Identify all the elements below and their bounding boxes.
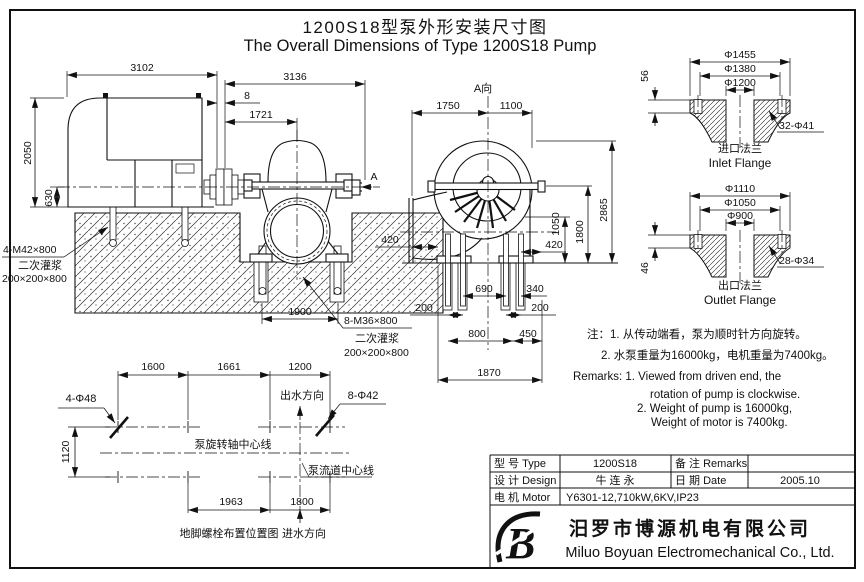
dim-630: 630: [43, 189, 55, 207]
date-value: 2005.10: [780, 475, 820, 487]
dim-1800-av: 1800: [574, 220, 586, 244]
note-en-1: Remarks: 1. Viewed from driven end, the: [573, 371, 781, 383]
outlet-flange: Φ1110 Φ1050 Φ900 46 28-Φ34 出口法兰 Outlet F…: [639, 183, 824, 307]
pump-grout-callout: 8-M36×800 二次灌浆 200×200×800: [302, 276, 412, 359]
motor-grout-callout: 4-M42×800 二次灌浆 200×200×800: [2, 226, 109, 285]
design-value: 牛 连 永: [595, 473, 634, 487]
motor-value: Y6301-12,710kW,6KV,IP23: [566, 492, 699, 504]
a-view: A向: [375, 81, 618, 384]
company-name: 汨罗市博源机电有限公司 Miluo Boyuan Electromechanic…: [565, 517, 834, 561]
outlet-bc: Φ1050: [724, 197, 756, 209]
bolts-right-label: 8-Φ42: [348, 390, 379, 402]
title-block: [489, 454, 855, 568]
note-en-2: rotation of pump is clockwise.: [650, 389, 800, 401]
title-en: The Overall Dimensions of Type 1200S18 P…: [244, 37, 597, 55]
dim-1750: 1750: [436, 100, 460, 112]
bolt-ticks: [117, 421, 331, 483]
outlet-od: Φ1110: [725, 183, 755, 195]
company-name-en: Miluo Boyuan Electromechanical Co., Ltd.: [565, 545, 834, 561]
shaft-centerline-label: 泵旋转轴中心线: [195, 437, 272, 451]
dim-1100: 1100: [500, 100, 523, 112]
flow-centerline-label: 泵流道中心线: [308, 463, 374, 477]
design-label: 设 计 Design: [494, 474, 556, 487]
dim-3136: 3136: [283, 71, 307, 83]
drawing-title: 1200S18型泵外形安装尺寸图 The Overall Dimensions …: [244, 18, 597, 55]
dim-1900: 1900: [288, 306, 312, 318]
note-zh-2: 2. 水泵重量为16000kg，电机重量为7400kg。: [601, 348, 834, 362]
outlet-direction-label: 出水方向: [280, 388, 324, 402]
bolts-left-label: 4-Φ48: [66, 393, 97, 405]
company-name-zh: 汨罗市博源机电有限公司: [569, 517, 811, 540]
pump-grout-size: 200×200×800: [344, 347, 409, 359]
motor-label: 电 机 Motor: [494, 490, 551, 504]
dim-2865: 2865: [598, 198, 610, 222]
dim-1661: 1661: [217, 361, 241, 373]
dim-800: 800: [468, 328, 486, 340]
dim-420-right: 420: [545, 239, 563, 251]
pump-grout-label: 二次灌浆: [355, 331, 399, 345]
sheet-border: [9, 9, 856, 569]
outlet-thk: 46: [639, 262, 651, 274]
title-zh: 1200S18型泵外形安装尺寸图: [302, 18, 547, 37]
dim-3102: 3102: [130, 62, 154, 74]
dim-2050: 2050: [22, 141, 34, 165]
date-label: 日 期 Date: [675, 474, 726, 487]
note-en-3: 2. Weight of pump is 16000kg,: [637, 403, 792, 415]
dim-200-left: 200: [415, 302, 433, 314]
notes: 注：1. 从传动端看，泵为顺时针方向旋转。 2. 水泵重量为16000kg，电机…: [573, 327, 834, 429]
side-view: A 3102 3136 8 1721 2050 630: [2, 62, 444, 359]
dim-1600: 1600: [141, 361, 165, 373]
type-label: 型 号 Type: [494, 456, 546, 470]
inlet-flange: Φ1455 Φ1380 Φ1200 56 32-Φ41 进口法兰 Inlet F…: [639, 49, 824, 170]
side-view-dimensions: 3102 3136 8 1721 2050 630 1900: [22, 62, 366, 324]
motor-grout-size: 200×200×800: [2, 273, 67, 285]
company-logo: B: [495, 511, 547, 568]
dim-1721: 1721: [249, 109, 273, 121]
dim-340: 340: [526, 283, 544, 295]
type-value: 1200S18: [593, 458, 637, 470]
outlet-name-zh: 出口法兰: [718, 278, 762, 292]
dim-1870: 1870: [477, 367, 501, 379]
a-view-dimensions: 1750 1100 1050 1800 2865 420 420 690 340: [375, 100, 616, 384]
dim-200-right: 200: [531, 302, 549, 314]
dim-690: 690: [475, 283, 493, 295]
dim-420-left: 420: [381, 234, 399, 246]
title-block-text: 型 号 Type 1200S18 备 注 Remarks 设 计 Design …: [494, 456, 820, 504]
outlet-name-en: Outlet Flange: [704, 293, 776, 307]
view-arrow-a-label: A: [370, 171, 377, 183]
motor-outline: [67, 93, 203, 208]
pump-bolts-label: 8-M36×800: [344, 315, 398, 327]
outlet-holes: 28-Φ34: [779, 255, 814, 267]
inlet-bc: Φ1380: [724, 63, 756, 75]
dim-450: 450: [519, 328, 537, 340]
inlet-thk: 56: [639, 70, 651, 82]
a-view-label: A向: [474, 81, 492, 95]
dim-8: 8: [244, 90, 250, 102]
inlet-name-en: Inlet Flange: [709, 156, 772, 170]
dim-1050: 1050: [550, 212, 562, 236]
remarks-label: 备 注 Remarks: [675, 456, 748, 470]
plan-caption: 地脚螺栓布置位置图: [180, 526, 279, 540]
dim-1120: 1120: [60, 441, 72, 464]
foundation-plan: 1600 1661 1200 4-Φ48 8-Φ42 1120 出水方向 泵旋转…: [58, 361, 386, 540]
note-zh-1: 注：1. 从传动端看，泵为顺时针方向旋转。: [587, 327, 807, 341]
outlet-bore: Φ900: [727, 210, 753, 222]
inlet-bore: Φ1200: [724, 77, 756, 89]
inlet-holes: 32-Φ41: [779, 120, 814, 132]
inlet-od: Φ1455: [724, 49, 756, 61]
dim-1200: 1200: [288, 361, 312, 373]
inlet-name-zh: 进口法兰: [718, 141, 762, 155]
inlet-direction-label: 进水方向: [282, 526, 326, 540]
note-en-4: Weight of motor is 7400kg.: [651, 417, 788, 429]
motor-bolts-label: 4-M42×800: [3, 244, 57, 256]
dim-1963: 1963: [219, 496, 243, 508]
dim-1800-plan: 1800: [290, 496, 314, 508]
pump-side-outline: [243, 139, 362, 265]
motor-grout-label: 二次灌浆: [18, 258, 62, 272]
